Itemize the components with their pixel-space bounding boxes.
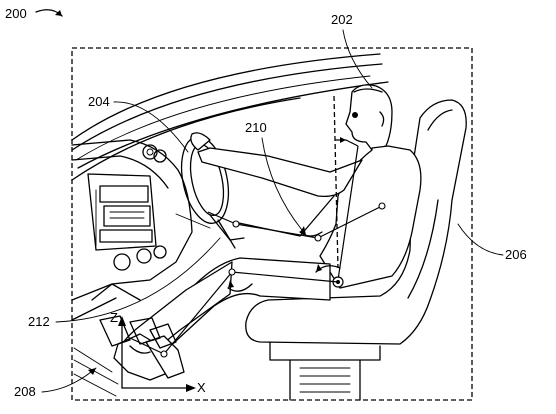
seat <box>245 99 467 401</box>
occupant <box>113 84 422 381</box>
ref-arrowhead-200 <box>55 10 62 16</box>
windshield <box>71 53 389 181</box>
leader-206 <box>457 223 504 256</box>
dashboard <box>71 139 193 321</box>
ref-label-204: 204 <box>88 94 110 109</box>
leader-210 <box>261 137 303 231</box>
leg-skeleton <box>129 268 339 358</box>
ref-label-200: 200 <box>5 6 27 21</box>
coordinate-axes: Z X <box>110 310 206 395</box>
leader-202 <box>342 29 373 89</box>
spine-skeleton <box>315 95 359 288</box>
ref-label-212: 212 <box>28 314 50 329</box>
leader-208 <box>41 367 97 393</box>
ref-label-202: 202 <box>331 12 353 27</box>
dashed-boundary <box>71 47 473 401</box>
leader-212 <box>55 237 221 323</box>
arm-skeleton <box>207 202 386 242</box>
ref-label-206: 206 <box>505 247 527 262</box>
ref-label-210: 210 <box>245 120 267 135</box>
pedals <box>73 315 177 397</box>
ref-label-208: 208 <box>14 384 36 399</box>
axis-z-label: Z <box>110 310 118 325</box>
axis-x-label: X <box>197 380 206 395</box>
leader-204 <box>113 101 189 153</box>
arrowhead-208 <box>88 368 96 375</box>
